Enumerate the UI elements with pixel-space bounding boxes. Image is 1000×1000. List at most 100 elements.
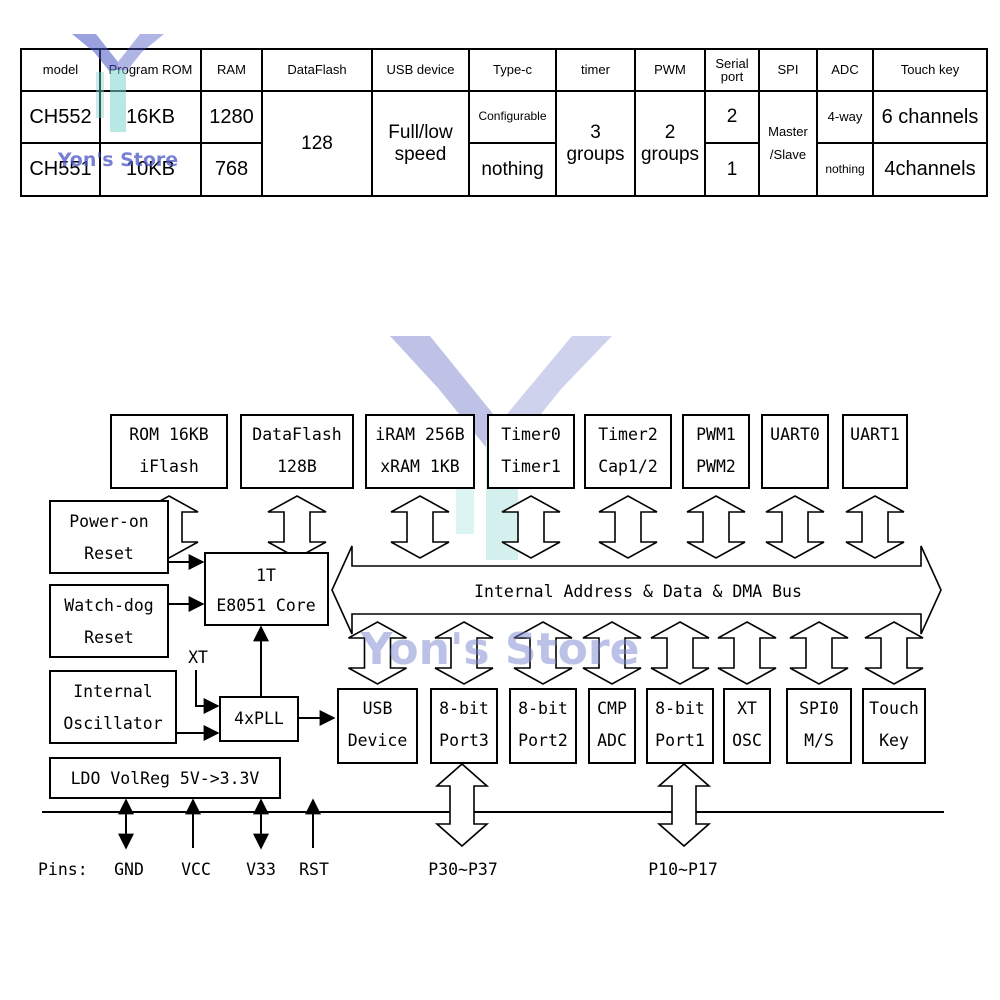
top-bus-arrow <box>598 495 658 559</box>
bottom-block-sublabel: OSC <box>732 731 762 750</box>
oscillator-label-1: Internal <box>73 682 152 701</box>
bottom-block-sublabel: Device <box>348 731 408 750</box>
top-block-frame <box>110 414 228 489</box>
top-block-label: Timer0 <box>501 425 561 444</box>
pwm-cell: 2 groups <box>634 90 706 197</box>
top-block: UART0 <box>761 414 829 489</box>
bottom-block-sublabel: Port3 <box>439 731 489 750</box>
bottom-block-frame <box>862 688 926 764</box>
header-cell: ADC <box>816 48 874 92</box>
bottom-bus-arrow <box>864 621 924 685</box>
pwm-line-2: groups <box>640 143 700 165</box>
timer-line-2: groups <box>566 143 625 165</box>
top-bus-arrow <box>845 495 905 559</box>
header-cell: DataFlash <box>261 48 373 92</box>
adc-cell: 4-way <box>816 90 874 144</box>
top-block-frame <box>761 414 829 489</box>
header-cell: timer <box>555 48 636 92</box>
bottom-block-frame <box>786 688 852 764</box>
e8051-core-block <box>204 552 329 626</box>
bottom-block-label: Touch <box>869 699 919 718</box>
top-block-sublabel: PWM2 <box>696 457 736 476</box>
bottom-block-label: CMP <box>597 699 627 718</box>
table-row-ch552: CH552 16KB 1280 128 Full/low speed Confi… <box>20 90 988 197</box>
watchdog-reset-label: Reset <box>84 628 134 647</box>
oscillator-label-2: Oscillator <box>63 714 162 733</box>
vcc-pin-label: VCC <box>181 860 211 879</box>
ldo-regulator-block <box>49 757 281 799</box>
bottom-block: CMP ADC <box>588 688 636 764</box>
gnd-pin-label: GND <box>114 860 144 879</box>
rst-pin-label: RST <box>299 860 329 879</box>
bottom-block-sublabel: Port1 <box>655 731 705 750</box>
top-block-label: UART1 <box>850 425 900 444</box>
bottom-block-frame <box>723 688 771 764</box>
top-block-frame <box>365 414 475 489</box>
bottom-block: XT OSC <box>723 688 771 764</box>
usb-device-cell: Full/low speed <box>371 90 470 197</box>
typec-cell: Configurable <box>468 90 557 144</box>
header-cell: PWM <box>634 48 706 92</box>
bottom-block-label: 8-bit <box>439 699 489 718</box>
header-cell: SPI <box>758 48 818 92</box>
top-block-frame <box>682 414 750 489</box>
bottom-bus-arrow <box>650 621 710 685</box>
spi-cell: Master /Slave <box>758 90 818 197</box>
serial-cell: 1 <box>704 142 760 197</box>
spi-line-2: /Slave <box>769 146 807 162</box>
bottom-block-frame <box>430 688 498 764</box>
pwm-line-1: 2 <box>664 121 676 143</box>
bottom-block-frame <box>509 688 577 764</box>
adc-cell: nothing <box>816 142 874 197</box>
top-block-frame <box>584 414 672 489</box>
bottom-block-label: SPI0 <box>799 699 839 718</box>
top-block-label: UART0 <box>770 425 820 444</box>
bottom-block-frame <box>588 688 636 764</box>
bus-label: Internal Address & Data & DMA Bus <box>474 582 802 601</box>
model-cell: CH551 <box>20 142 101 197</box>
port3-pins-label: P30~P37 <box>428 860 498 879</box>
v33-pin-label: V33 <box>246 860 276 879</box>
bottom-block: USB Device <box>337 688 418 764</box>
table-header-row: model Program ROM RAM DataFlash USB devi… <box>20 48 988 92</box>
watchdog-reset-block <box>49 584 169 658</box>
touch-key-cell: 6 channels <box>872 90 988 144</box>
bottom-blocks: USBDevice8-bitPort38-bitPort2CMPADC8-bit… <box>337 688 926 764</box>
core-label-2: E8051 Core <box>216 596 315 615</box>
bottom-block-label: 8-bit <box>518 699 568 718</box>
bottom-bus-arrows <box>348 621 924 685</box>
top-block-label: iRAM 256B <box>375 425 464 444</box>
top-block-label: PWM1 <box>696 425 736 444</box>
xt-label: XT <box>188 648 208 667</box>
model-cell: CH552 <box>20 90 101 144</box>
bottom-block-sublabel: ADC <box>597 731 627 750</box>
power-on-reset-block <box>49 500 169 574</box>
internal-oscillator-block <box>49 670 177 744</box>
ram-cell: 768 <box>200 142 263 197</box>
bottom-bus-arrow <box>513 621 573 685</box>
top-block-frame <box>842 414 908 489</box>
header-cell: USB device <box>371 48 470 92</box>
bottom-block-sublabel: Port2 <box>518 731 568 750</box>
power-on-label: Power-on <box>69 512 148 531</box>
bottom-block-label: USB <box>363 699 393 718</box>
bottom-block-frame <box>646 688 714 764</box>
timer-cell: 3 groups <box>555 90 636 197</box>
top-bus-arrow <box>501 495 561 559</box>
watchdog-label: Watch-dog <box>64 596 153 615</box>
bottom-block-label: XT <box>737 699 757 718</box>
port1-pin-arrow <box>656 762 712 848</box>
timer-line-1: 3 <box>590 121 601 143</box>
top-block-sublabel: iFlash <box>139 457 199 476</box>
spec-comparison-table: model Program ROM RAM DataFlash USB devi… <box>20 48 988 197</box>
